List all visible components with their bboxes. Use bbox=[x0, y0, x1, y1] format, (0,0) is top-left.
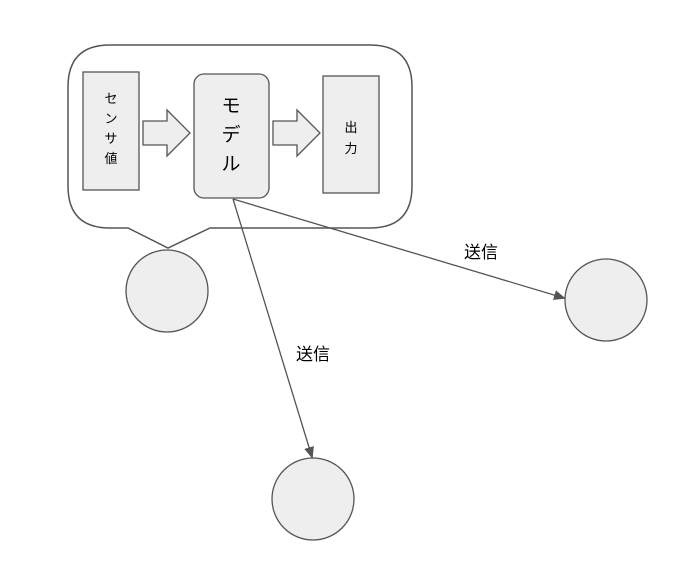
block-arrow-model-to-output bbox=[272, 108, 321, 158]
model-char: デ bbox=[221, 124, 240, 146]
sensor-char: セ bbox=[104, 92, 117, 107]
device-node-origin bbox=[125, 249, 209, 333]
send-edge-down bbox=[232, 198, 314, 459]
model-char: モ bbox=[221, 95, 240, 117]
model-char: ル bbox=[221, 153, 240, 175]
output-char: 力 bbox=[344, 142, 357, 157]
send-edge-right bbox=[232, 198, 566, 300]
output-node: 出 力 bbox=[322, 75, 380, 194]
output-char: 出 bbox=[344, 121, 357, 136]
sensor-char: ン bbox=[104, 112, 117, 127]
sensor-node: セ ン サ 値 bbox=[82, 71, 140, 191]
send-label-down: 送信 bbox=[296, 345, 330, 365]
sensor-char: 値 bbox=[104, 151, 117, 167]
sensor-char: サ bbox=[104, 132, 117, 147]
block-arrow-sensor-to-model bbox=[142, 108, 191, 158]
send-label-right: 送信 bbox=[464, 243, 498, 263]
model-node: モ デ ル bbox=[193, 73, 270, 199]
device-node-right bbox=[564, 258, 648, 342]
device-node-bottom bbox=[271, 457, 355, 541]
